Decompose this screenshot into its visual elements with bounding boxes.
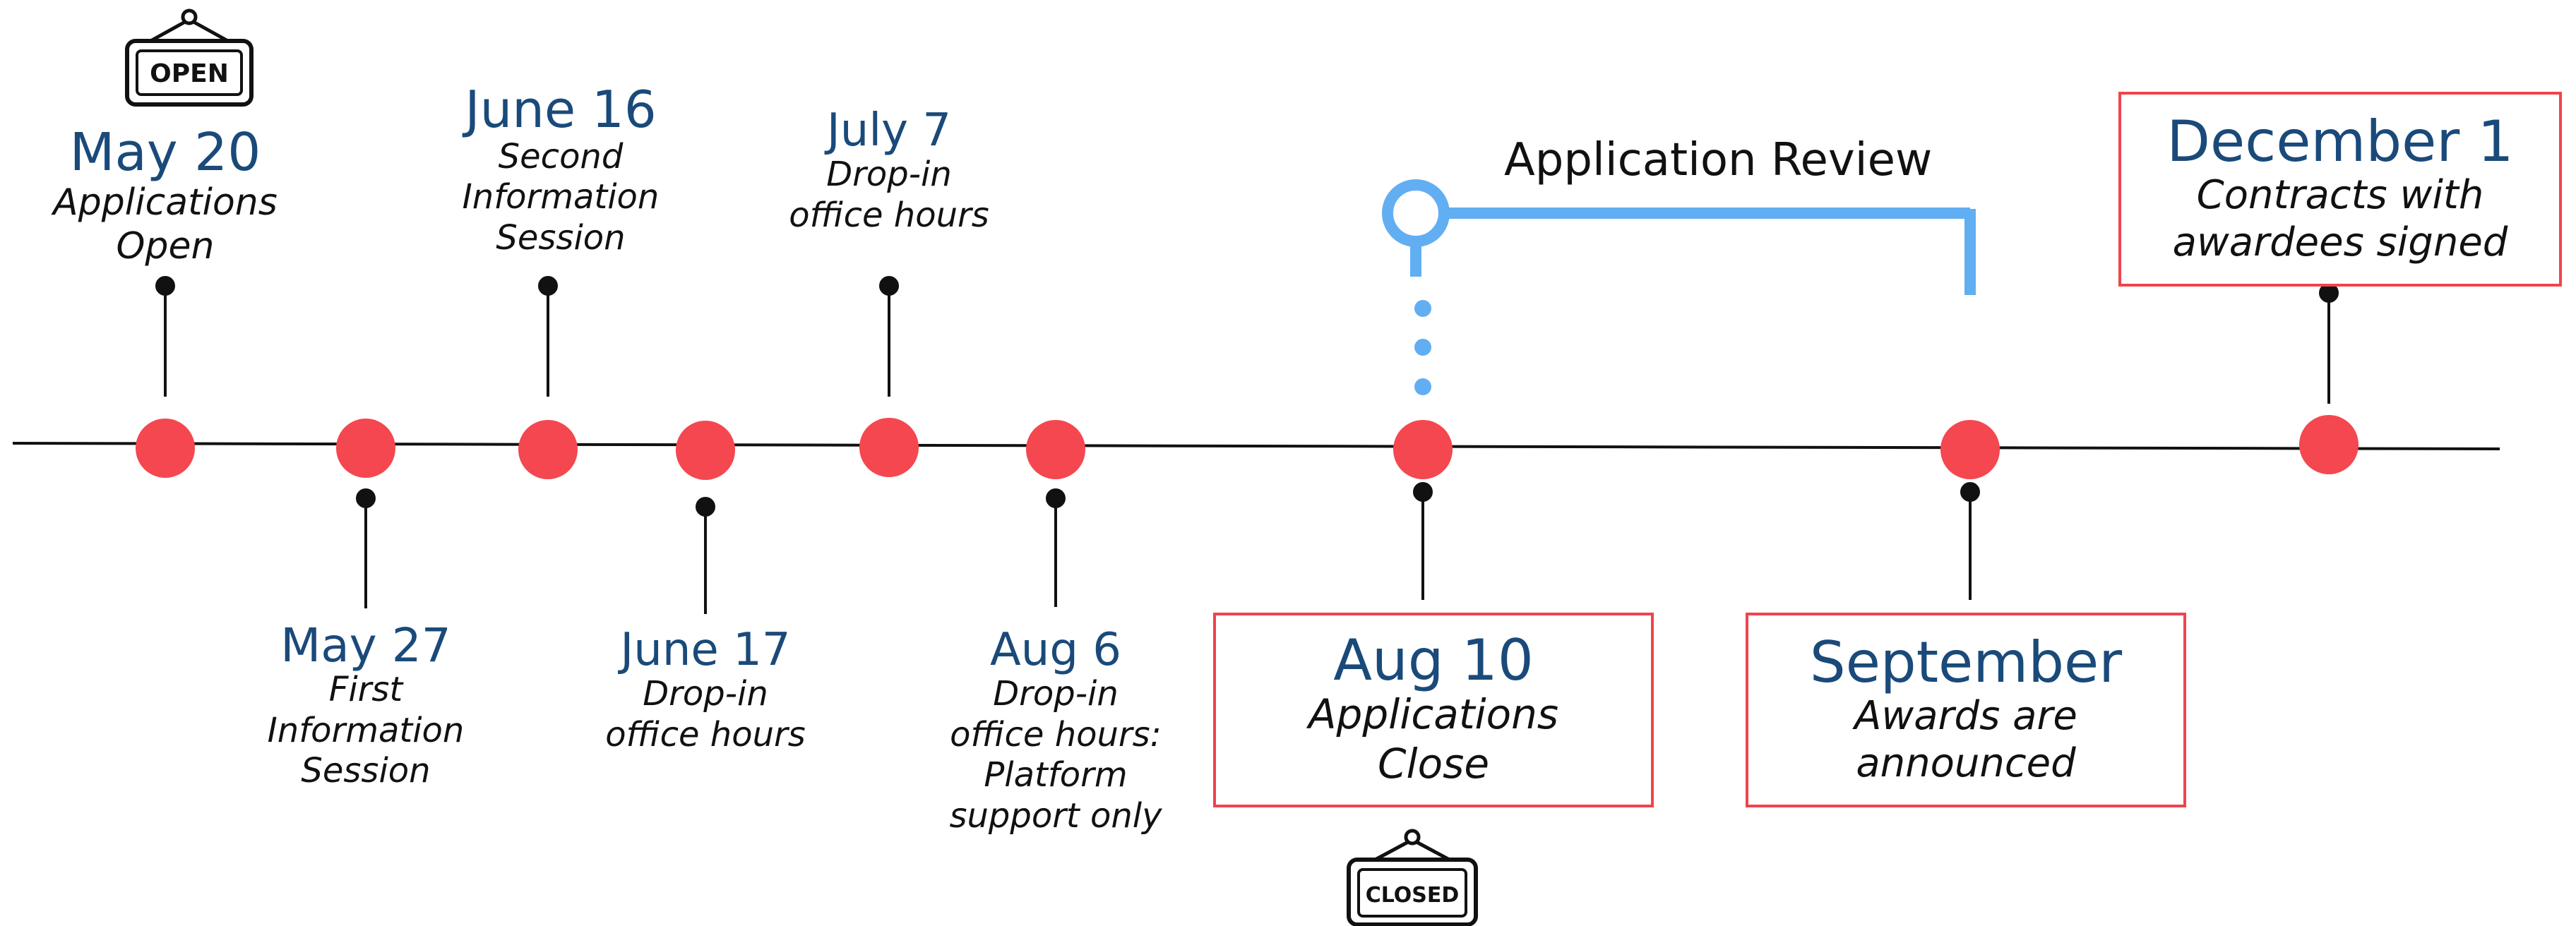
stem-dot-december-1: [2319, 283, 2339, 303]
stem-dot-may-27: [356, 488, 376, 508]
open-sign-text: OPEN: [150, 59, 229, 88]
review-label: Application Review: [1504, 134, 1933, 186]
marker-may-20: [136, 419, 195, 478]
event-description: Drop-in office hours: [605, 674, 806, 754]
event-aug-10: Aug 10 Applications Close: [1213, 613, 1654, 807]
event-description: Contracts with awardees signed: [2172, 172, 2508, 265]
event-description: Awards are announced: [1854, 692, 2077, 786]
stem-dot-june-17: [696, 497, 715, 517]
event-may-27: May 27 First Information Session: [239, 621, 493, 792]
event-date: Aug 10: [1333, 627, 1534, 694]
event-date: December 1: [2166, 108, 2514, 174]
marker-september: [1940, 420, 2000, 479]
event-description: Second Information Session: [462, 136, 660, 258]
event-may-20: May 20 Applications Open: [38, 122, 292, 268]
event-description: First Information Session: [267, 670, 465, 791]
marker-july-7: [859, 418, 919, 477]
stem-dot-july-7: [879, 276, 899, 296]
event-june-16: June 16 Second Information Session: [427, 83, 695, 258]
marker-june-17: [676, 421, 735, 480]
timeline-axis: [12, 442, 2500, 450]
event-date: July 7: [826, 104, 952, 157]
marker-june-16: [518, 420, 578, 479]
stem-dot-aug-6: [1046, 488, 1066, 508]
marker-aug-6: [1026, 420, 1085, 479]
review-dots: [1414, 300, 1431, 395]
review-bracket: [1382, 179, 1976, 295]
event-date: May 27: [280, 618, 451, 673]
event-date: May 20: [69, 122, 261, 183]
marker-december-1: [2299, 415, 2359, 474]
marker-may-27: [336, 419, 395, 478]
event-aug-6: Aug 6 Drop-in office hours: Platform sup…: [936, 624, 1176, 837]
event-description: Drop-in office hours: Platform support o…: [949, 674, 1162, 836]
event-june-17: June 17 Drop-in office hours: [578, 624, 833, 755]
closed-sign-text: CLOSED: [1366, 883, 1460, 908]
event-date: June 16: [465, 80, 657, 139]
event-july-7: July 7 Drop-in office hours: [765, 107, 1013, 236]
stem-dot-may-20: [155, 276, 175, 296]
event-description: Applications Open: [53, 181, 278, 268]
stem-dot-september: [1960, 482, 1980, 502]
open-sign-icon: OPEN: [125, 8, 254, 107]
stem-dot-aug-10: [1413, 482, 1433, 502]
event-description: Drop-in office hours: [789, 155, 989, 235]
event-date: September: [1809, 629, 2123, 695]
event-date: Aug 6: [989, 624, 1122, 676]
event-september: September Awards are announced: [1746, 613, 2186, 807]
event-description: Applications Close: [1308, 690, 1559, 788]
event-december-1: December 1 Contracts with awardees signe…: [2118, 92, 2562, 287]
marker-aug-10: [1393, 420, 1453, 479]
stem-dot-june-16: [538, 276, 558, 296]
event-date: June 17: [620, 624, 791, 676]
closed-sign-icon: CLOSED: [1347, 829, 1478, 926]
